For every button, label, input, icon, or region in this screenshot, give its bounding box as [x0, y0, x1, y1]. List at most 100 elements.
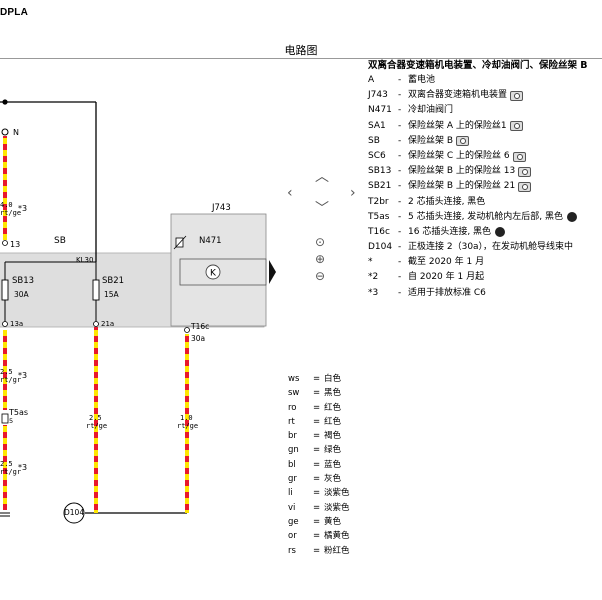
color-code: rs — [288, 545, 296, 556]
legend-code: N471 — [368, 105, 392, 116]
zoom-in-icon[interactable]: ⊕ — [315, 252, 326, 266]
junction-dot — [2, 99, 8, 105]
legend-dash: - — [398, 226, 402, 237]
pin-n-circle — [1, 128, 9, 136]
legend-desc-wrap: 保险丝架 B — [408, 134, 470, 149]
legend-row: *-截至 2020 年 1 月 — [368, 255, 602, 270]
color-name: 褐色 — [324, 431, 342, 442]
camera-icon[interactable] — [456, 136, 470, 147]
color-name: 白色 — [324, 374, 342, 384]
legend-row: SB21-保险丝架 B 上的保险丝 21 — [368, 179, 602, 194]
legend-code: A — [368, 75, 375, 85]
color-name: 黑色 — [324, 388, 342, 399]
color-code: li — [288, 488, 293, 499]
legend-dash: - — [398, 75, 402, 85]
legend-row: T5as-5 芯插头连接, 发动机舱内左后部, 黑色 — [368, 210, 602, 225]
camera-icon[interactable] — [509, 121, 523, 132]
legend-desc: 保险丝架 A 上的保险丝1 — [408, 120, 507, 131]
camera-icon[interactable] — [510, 90, 524, 101]
legend-heading: 双离合器变速箱机电装置、冷却油阀门、保险丝架 B — [368, 60, 588, 71]
wire-right — [185, 334, 189, 513]
color-equals: = — [313, 388, 321, 399]
pin-t16c-circle — [184, 327, 190, 333]
pan-left-icon[interactable]: ‹ — [287, 185, 293, 201]
color-code: ws — [288, 374, 300, 384]
connector-t5as — [1, 413, 9, 424]
pin-n-label: N — [13, 128, 19, 137]
legend-code: SB — [368, 135, 380, 146]
legend-row: SA1-保险丝架 A 上的保险丝1 — [368, 119, 602, 134]
legend-code: T2br — [368, 196, 389, 207]
wire-left-mid-color: rt/gr — [0, 376, 22, 384]
pin-13a-label: 13a — [10, 320, 24, 328]
d104-label: D104 — [64, 508, 85, 517]
wire-right-size: 1.0 — [180, 414, 193, 422]
legend-code: *3 — [368, 287, 379, 298]
legend-dash: - — [398, 181, 402, 192]
camera-icon[interactable] — [518, 166, 532, 177]
legend-row: *2-自 2020 年 1 月起 — [368, 270, 602, 285]
color-row: rs=粉红色 — [288, 544, 368, 558]
connector-t5as-pin: 5 — [9, 417, 14, 425]
legend-dash: - — [398, 287, 402, 298]
legend-row: SB -保险丝架 B — [368, 134, 602, 149]
legend-code: D104 — [368, 242, 393, 253]
legend-desc-wrap: 正极连接 2（30a），在发动机舱导线束中 — [408, 240, 573, 255]
color-code: vi — [288, 502, 296, 513]
fuse-sb13-rating: 30A — [14, 290, 29, 299]
legend-code: T16c — [368, 226, 390, 237]
legend-desc: 5 芯插头连接, 发动机舱内左后部, 黑色 — [408, 211, 564, 222]
legend-dash: - — [398, 120, 402, 131]
legend-row: A-蓄电池 — [368, 73, 602, 88]
legend-row: SC6-保险丝架 C 上的保险丝 6 — [368, 149, 602, 164]
legend-desc-wrap: 冷却油阀门 — [408, 103, 453, 118]
legend-row: T16c-16 芯插头连接, 黑色 — [368, 225, 602, 240]
camera-icon[interactable] — [512, 151, 526, 162]
pan-right-icon[interactable]: › — [350, 185, 356, 201]
color-row: gn=绿色 — [288, 443, 368, 457]
legend-code: *2 — [368, 272, 379, 283]
legend-dash: - — [398, 166, 402, 177]
color-row: li=淡紫色 — [288, 486, 368, 500]
connector-icon[interactable] — [567, 212, 578, 223]
connector-arrow — [269, 260, 276, 284]
legend-desc: 16 芯插头连接, 黑色 — [408, 226, 492, 237]
color-equals: = — [313, 459, 321, 470]
color-equals: = — [313, 502, 321, 513]
legend-desc: 冷却油阀门 — [408, 105, 454, 116]
pin-13a-circle — [2, 321, 8, 327]
legend-desc: 保险丝架 B 上的保险丝 21 — [408, 181, 516, 192]
color-name: 黄色 — [324, 516, 342, 527]
legend-desc-wrap: 适用于排放标准 C6 — [408, 286, 486, 301]
wire-left-top-color: rt/ge — [0, 209, 22, 217]
title-divider — [0, 58, 602, 59]
color-code: sw — [288, 388, 300, 399]
wire-left-bot-size: 2.5 — [0, 460, 13, 468]
color-row: vi =淡紫色 — [288, 501, 368, 515]
legend-code: SC6 — [368, 150, 386, 161]
color-name: 淡紫色 — [324, 502, 350, 513]
connector-icon[interactable] — [495, 227, 506, 238]
color-row: rt=红色 — [288, 415, 368, 429]
pan-up-icon[interactable]: ︿ — [315, 169, 329, 185]
page-title: 电路图 — [284, 44, 318, 57]
legend-dash: - — [398, 135, 402, 146]
legend-desc-wrap: 保险丝架 B 上的保险丝 13 — [408, 164, 532, 179]
wire-left-top-note: *3 — [18, 204, 28, 213]
color-code: ro — [288, 402, 297, 413]
color-row: or=橘黄色 — [288, 529, 368, 543]
legend-code: SB21 — [368, 181, 392, 192]
color-code: gn — [288, 445, 299, 456]
zoom-out-icon[interactable]: ⊖ — [315, 269, 326, 283]
pin-21a-circle — [93, 321, 99, 327]
camera-icon[interactable] — [518, 181, 532, 192]
pan-down-icon[interactable]: ﹀ — [315, 201, 329, 217]
color-code: or — [288, 531, 297, 542]
pin-13-label: 13 — [10, 240, 21, 249]
wire-left-bot-color: rt/gr — [0, 468, 22, 476]
wire-left-top-size: 4.0 — [0, 201, 13, 209]
brand-logo-text: DPLA — [0, 7, 29, 18]
zoom-fit-icon[interactable]: ⊙ — [315, 235, 326, 249]
